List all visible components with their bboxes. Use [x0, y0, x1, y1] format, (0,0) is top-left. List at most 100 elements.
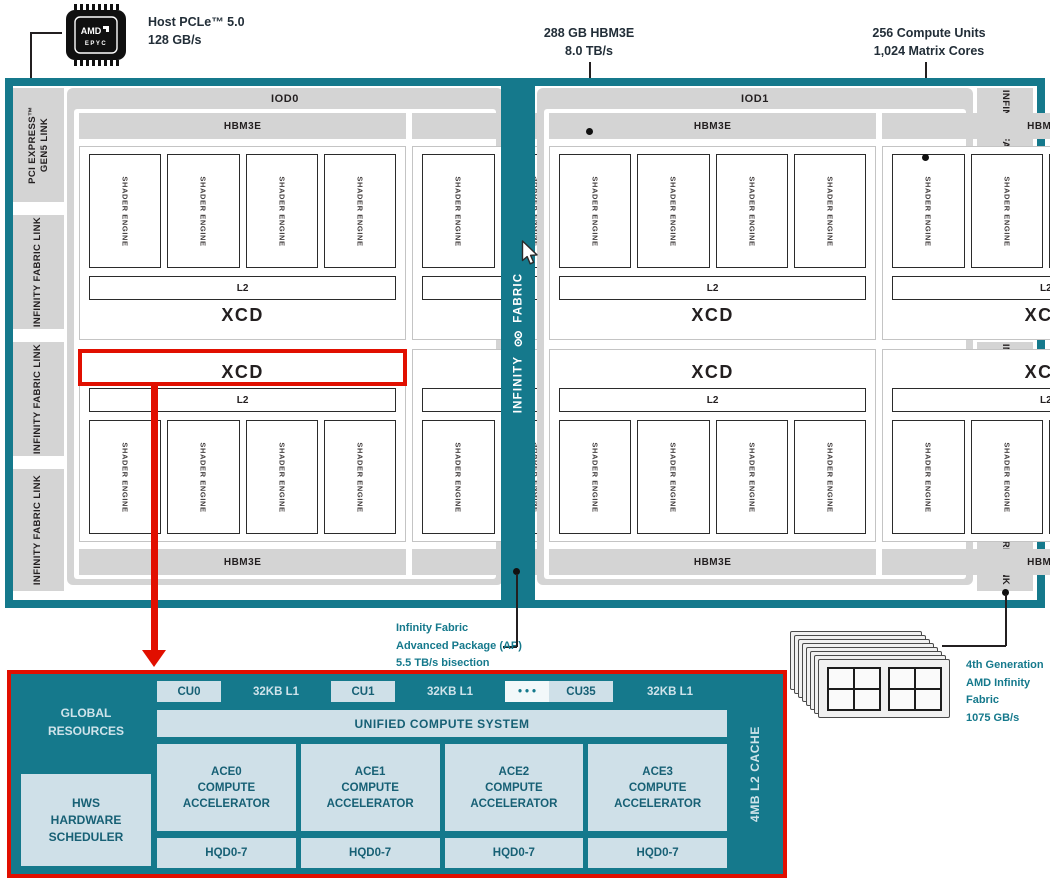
mouse-cursor-icon	[521, 240, 538, 265]
fabric-ap-line1: Infinity Fabric	[396, 622, 469, 634]
cu0-box: CU0	[157, 681, 221, 702]
gen4-dot	[1002, 589, 1009, 596]
iod-1-col-1-xcd-top-title: XCD	[1024, 305, 1050, 326]
iod-1-col-0-xcd-bottom-l2: L2	[559, 388, 867, 412]
compute-units-callout: 256 Compute Units 1,024 Matrix Cores	[849, 24, 1009, 60]
fabric-ap-line2: Advanced Package (AP)	[396, 639, 522, 652]
iod-1-col-1-xcd-top-shader-0: SHADER ENGINE	[892, 154, 965, 268]
chip-product-text: EPYC	[85, 41, 107, 47]
infinity-fabric-strip-label: INFINITY FABRIC	[511, 273, 525, 414]
fabric-word-2: FABRIC	[512, 272, 524, 323]
iod-1-col-1-hbm-top: HBM3E	[882, 113, 1050, 139]
iod-1-col-1-xcd-bottom-shader-0: SHADER ENGINE	[892, 420, 965, 534]
ace1-line-1: COMPUTE	[341, 781, 399, 794]
hbm-connector-dot	[586, 128, 593, 135]
hbm-callout: 288 GB HBM3E 8.0 TB/s	[514, 24, 664, 60]
iod-1-col-0-xcd-top-shader-0: SHADER ENGINE	[559, 154, 632, 268]
shader-engine-label: SHADER ENGINE	[668, 441, 678, 513]
shader-engine-label: SHADER ENGINE	[277, 441, 287, 513]
iod-0-col-0-xcd-top-shader-0: SHADER ENGINE	[89, 154, 162, 268]
infinity-fabric-logo-icon	[514, 331, 522, 347]
shader-engine-label: SHADER ENGINE	[198, 175, 208, 247]
iod-1-col-0-xcd-bottom-title: XCD	[691, 361, 734, 382]
iod-0-col-0-xcd-bottom-shader-0: SHADER ENGINE	[89, 420, 162, 534]
iod-0-col-1-xcd-bottom-shader-0: SHADER ENGINE	[422, 420, 495, 534]
left-link-tab-0-line-0: PCI EXPRESS™	[26, 106, 38, 184]
infinity-fabric-strip: INFINITY FABRIC	[501, 86, 535, 600]
amd-arrow-glyph	[103, 26, 109, 32]
stack-die-0-cell-0	[828, 668, 853, 688]
iod-header-1: IOD1	[740, 92, 770, 105]
cu-ellipsis-box: •••	[505, 681, 549, 702]
gen4-line3: 1075 GB/s	[966, 711, 1020, 724]
iod-1-col-0-xcd-top-shader-1: SHADER ENGINE	[637, 154, 710, 268]
host-pcie-line2: 128 GB/s	[148, 33, 202, 47]
iod-1-col-0-xcd-top-shader-2: SHADER ENGINE	[715, 154, 788, 268]
shader-engine-label: SHADER ENGINE	[1002, 441, 1012, 513]
host-pcie-line1: Host PCLe™ 5.0	[148, 15, 245, 29]
hws-line-2: SCHEDULER	[48, 829, 124, 844]
l1-label-2: 32KB L1	[646, 685, 694, 698]
iod-0-col-0-hbm-bottom: HBM3E	[79, 549, 407, 575]
iod-1-col-1-xcd-top-l2: L2	[892, 276, 1050, 300]
iod-1-col-1-xcd-bottom-l2: L2	[892, 388, 1050, 412]
hws-hardware-scheduler-box: HWS HARDWARE SCHEDULER	[21, 774, 151, 866]
l1-label-1: 32KB L1	[426, 685, 474, 698]
cu35-box: CU35	[549, 681, 613, 702]
iod-1-col-0-xcd-top-l2: L2	[559, 276, 867, 300]
iod-1-col-1-xcd-top-shader-1: SHADER ENGINE	[970, 154, 1043, 268]
iod-0-col-0-xcd-top-shader-1: SHADER ENGINE	[167, 154, 240, 268]
host-connector-v	[30, 32, 32, 88]
cu-connector-dot	[922, 154, 929, 161]
stack-front-card	[818, 659, 950, 718]
iod-1-col-1-xcd-bottom-title: XCD	[1024, 361, 1050, 382]
left-link-tab-1: INFINITY FABRIC LINK	[13, 215, 64, 329]
shader-engine-label: SHADER ENGINE	[355, 441, 365, 513]
shader-engine-label: SHADER ENGINE	[355, 175, 365, 247]
ace1-line-2: ACCELERATOR	[326, 797, 414, 810]
shader-engine-label: SHADER ENGINE	[120, 175, 130, 247]
stack-die-0-cell-3	[854, 689, 879, 709]
chip-brand-text: AMD	[81, 26, 102, 36]
stack-die-grid-0	[826, 666, 881, 711]
hws-line-0: HWS	[72, 795, 100, 810]
stack-die-grid-1	[887, 666, 942, 711]
iod-0-col-1-xcd-top-shader-0: SHADER ENGINE	[422, 154, 495, 268]
gen4-callout: 4th Generation AMD Infinity Fabric 1075 …	[966, 657, 1050, 727]
gen4-connector-h	[942, 645, 1006, 647]
iod-header-0: IOD0	[270, 92, 300, 105]
red-arrow-head	[142, 650, 166, 667]
iod-0-col-0-xcd-bottom-shader-1: SHADER ENGINE	[167, 420, 240, 534]
left-link-tab-3-line-0: INFINITY FABRIC LINK	[32, 474, 44, 586]
host-pcie-callout: Host PCLe™ 5.0 128 GB/s	[148, 13, 245, 49]
hbm-line2: 8.0 TB/s	[565, 44, 613, 58]
left-link-tab-1-line-0: INFINITY FABRIC LINK	[32, 216, 44, 328]
ace2-line-1: COMPUTE	[485, 781, 543, 794]
hbm-line1: 288 GB HBM3E	[543, 26, 635, 40]
left-link-tab-0-line-1: GEN5 LINK	[38, 117, 50, 173]
shader-engine-label: SHADER ENGINE	[453, 441, 463, 513]
iod-1-col-0-xcd-bottom-shader-2: SHADER ENGINE	[715, 420, 788, 534]
left-link-tab-label-2: INFINITY FABRIC LINK	[33, 344, 45, 454]
fabric-ap-dot	[513, 568, 520, 575]
cu-line1: 256 Compute Units	[872, 26, 986, 40]
ace0-line-1: COMPUTE	[197, 781, 256, 794]
hqd-box-1: HQD0-7	[300, 838, 440, 868]
l2-cache-label: 4MB L2 CACHE	[748, 726, 763, 822]
iod-1-col-0-hbm-top: HBM3E	[549, 113, 877, 139]
ace2-line-2: ACCELERATOR	[470, 797, 558, 810]
hws-line-1: HARDWARE	[50, 812, 122, 827]
